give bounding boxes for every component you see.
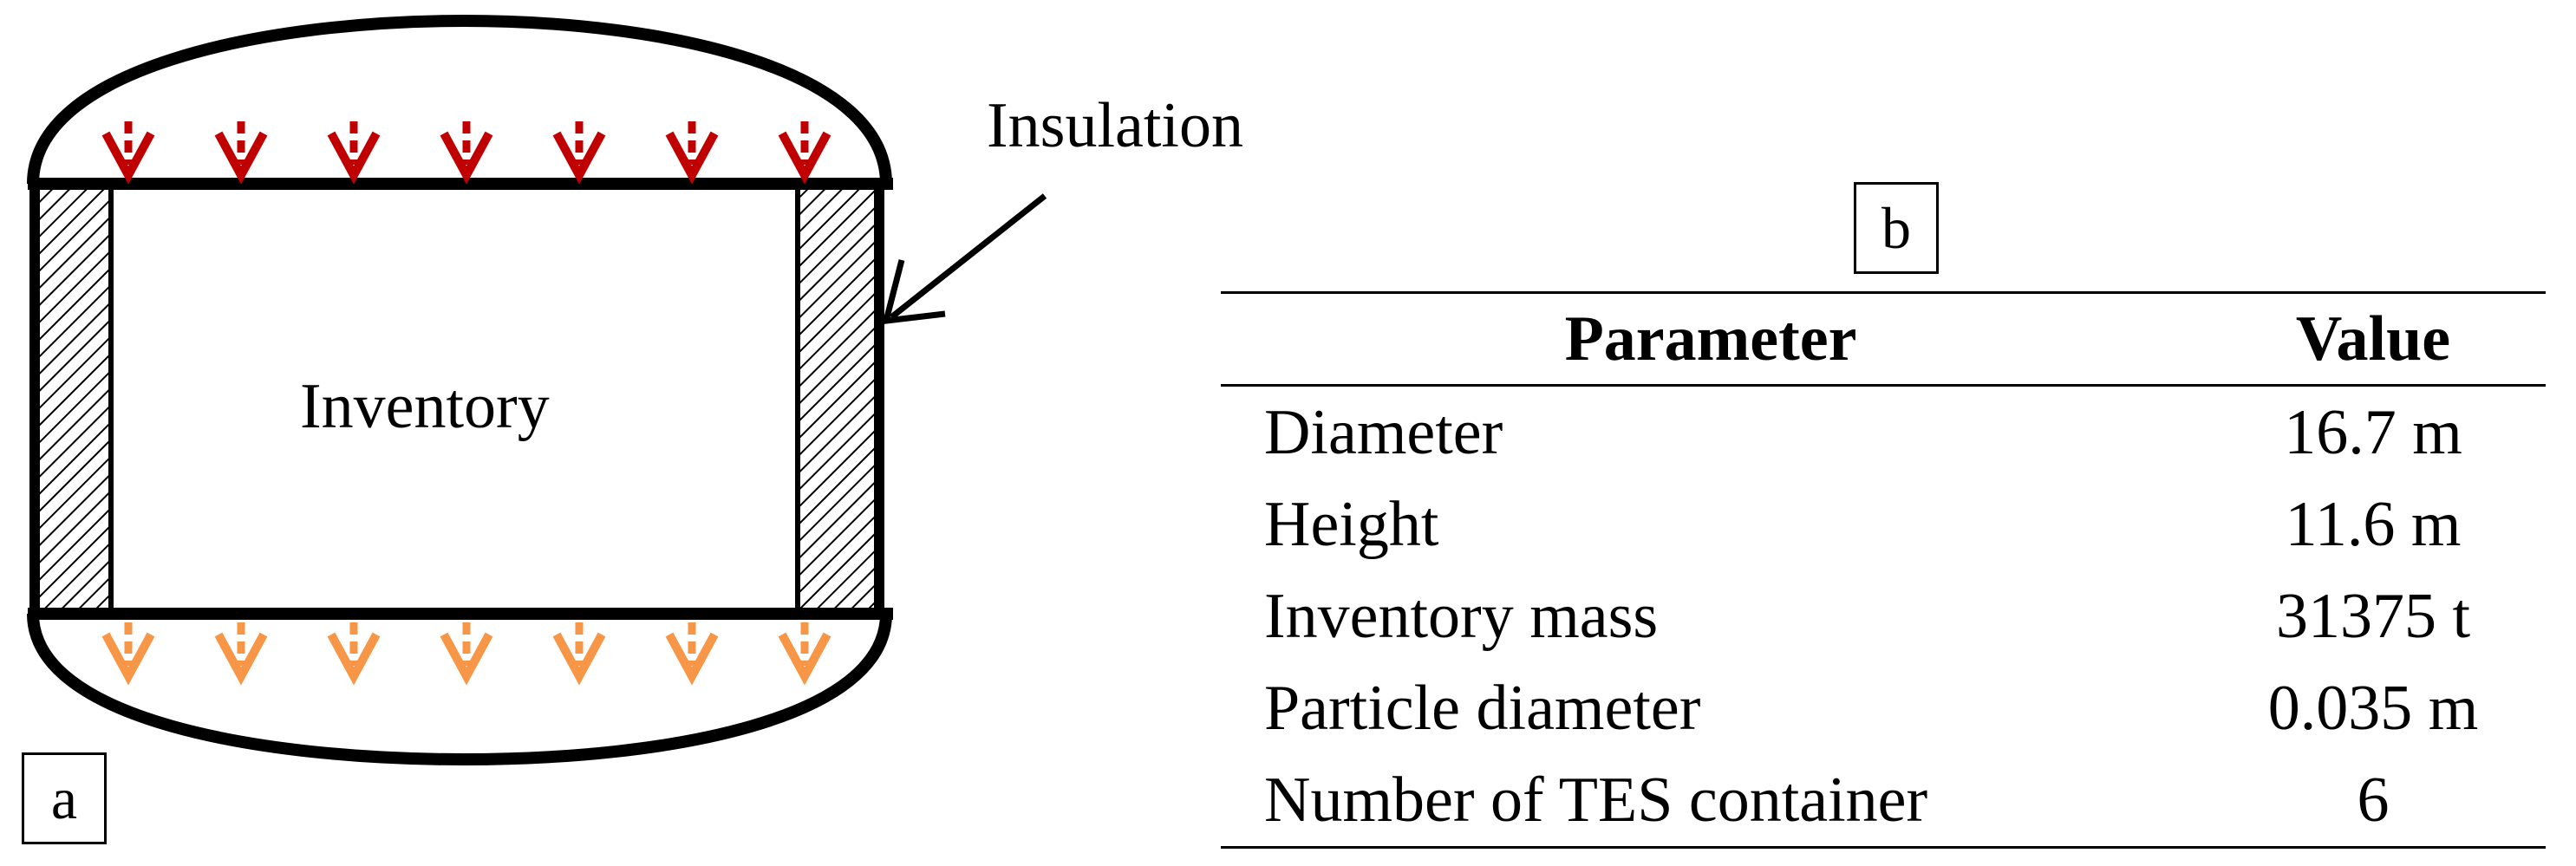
parameter-cell: Diameter	[1264, 396, 1503, 468]
top-inflow-arrows	[101, 121, 831, 185]
vessel-bottom-dome	[27, 613, 892, 766]
insulation-pointer-arrow	[889, 193, 1047, 320]
bottom-flow-arrow	[101, 622, 155, 686]
value-cell: 11.6 m	[2285, 488, 2462, 560]
bottom-outflow-arrows	[101, 622, 831, 686]
top-flow-arrow	[552, 121, 606, 185]
table-row: Diameter 16.7 m	[1221, 386, 2546, 479]
header-value: Value	[2295, 303, 2451, 374]
top-flow-arrow	[101, 121, 155, 185]
insulation-label: Insulation	[987, 90, 1243, 161]
table-header-row: Parameter Value	[1221, 292, 2546, 386]
top-flow-arrow	[440, 121, 493, 185]
value-cell: 16.7 m	[2284, 396, 2462, 468]
parameter-cell: Number of TES container	[1264, 764, 1928, 836]
insulation-right-wall	[795, 184, 880, 614]
bottom-flow-arrow	[214, 622, 268, 686]
parameter-cell: Height	[1264, 488, 1439, 560]
top-flow-arrow	[214, 121, 268, 185]
table-row: Particle diameter 0.035 m	[1221, 662, 2546, 754]
value-cell: 31375 t	[2275, 580, 2471, 652]
top-flow-arrow	[665, 121, 719, 185]
parameter-cell: Particle diameter	[1264, 672, 1701, 744]
top-flow-arrow	[778, 121, 831, 185]
parameter-table: Parameter Value Diameter 16.7 m Height 1…	[1221, 291, 2546, 849]
table-row: Inventory mass 31375 t	[1221, 570, 2546, 662]
bottom-flow-arrow	[552, 622, 606, 686]
table-row: Number of TES container 6	[1221, 754, 2546, 848]
value-cell: 0.035 m	[2267, 672, 2479, 744]
header-parameter: Parameter	[1564, 303, 1857, 374]
insulation-left-wall	[32, 184, 114, 614]
bottom-flow-arrow	[778, 622, 831, 686]
bottom-flow-arrow	[327, 622, 381, 686]
panel-b-label: b	[1854, 182, 1939, 274]
parameter-cell: Inventory mass	[1264, 580, 1659, 652]
panel-a-label: a	[22, 752, 107, 844]
vessel-top-dome	[27, 14, 892, 185]
bottom-flow-arrow	[665, 622, 719, 686]
value-cell: 6	[2357, 764, 2390, 836]
table-row: Height 11.6 m	[1221, 479, 2546, 570]
tes-container-diagram	[27, 14, 1047, 766]
insulation-pointer-arrowhead	[882, 259, 946, 325]
bottom-flow-arrow	[440, 622, 493, 686]
inventory-label: Inventory	[300, 371, 550, 442]
top-flow-arrow	[327, 121, 381, 185]
